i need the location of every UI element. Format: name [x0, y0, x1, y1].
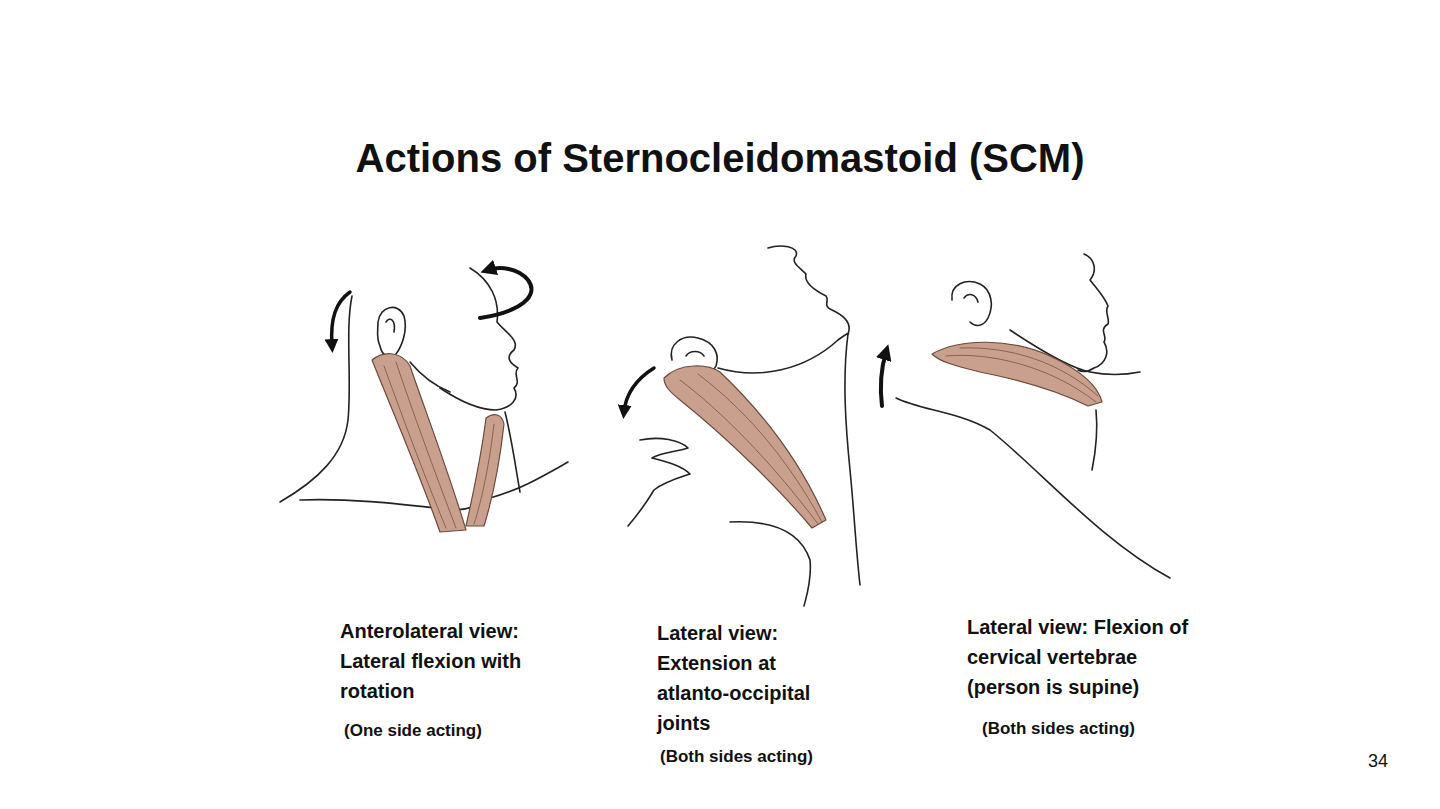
- acting-note: (Both sides acting): [982, 718, 1182, 740]
- ear: [952, 282, 991, 326]
- neck-front: [1092, 410, 1097, 470]
- ear: [378, 307, 406, 356]
- figure-caption: Lateral view: Flexion of cervical verteb…: [967, 612, 1199, 702]
- back-outline: [896, 398, 1170, 578]
- slide-number: 34: [1368, 750, 1408, 772]
- extension-figure: [624, 246, 860, 606]
- movement-arrow: [624, 368, 654, 412]
- muscle-fibres: [474, 424, 494, 524]
- neck-front: [845, 334, 860, 585]
- sternocleidomastoid-muscle: [664, 366, 826, 528]
- slide-title: Actions of Sternocleidomastoid (SCM): [0, 136, 1440, 181]
- sternocleidomastoid-muscle: [372, 354, 466, 532]
- face-profile: [440, 268, 518, 410]
- face-profile: [1078, 254, 1108, 371]
- muscle-fibres: [680, 374, 822, 524]
- jaw-line: [718, 333, 849, 373]
- muscle-fibres: [946, 348, 1098, 402]
- acting-note: (Both sides acting): [660, 746, 860, 768]
- face-profile: [768, 246, 849, 334]
- acting-note: (One side acting): [344, 720, 544, 742]
- neck-front: [505, 412, 520, 492]
- flexion-figure: [881, 254, 1170, 578]
- movement-arrow: [881, 352, 886, 406]
- head-outline: [280, 296, 352, 502]
- anterolateral-figure: [280, 268, 568, 532]
- sternocleidomastoid-muscle: [932, 342, 1102, 406]
- shoulder-line: [628, 438, 690, 526]
- rotation-arrow: [480, 268, 531, 318]
- chest-line: [730, 522, 810, 606]
- figure-caption: Anterolateral view: Lateral flexion with…: [340, 616, 555, 706]
- movement-arrow: [332, 292, 350, 346]
- figure-caption: Lateral view: Extension at atlanto-occip…: [657, 618, 852, 738]
- muscle-fibres: [384, 362, 456, 528]
- sternocleidomastoid-muscle: [466, 415, 504, 526]
